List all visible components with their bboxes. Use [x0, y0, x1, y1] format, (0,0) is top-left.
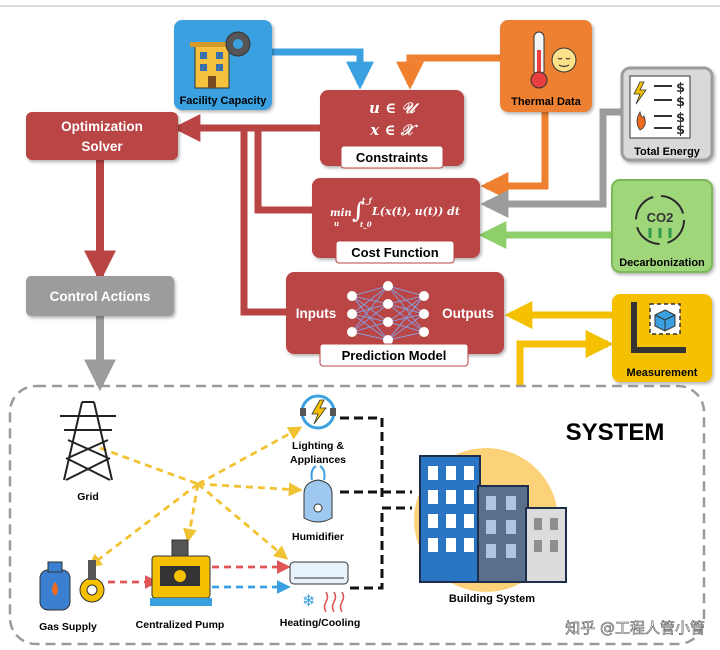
cost-integral-sign: ∫	[352, 198, 365, 224]
energy-bill-icon: $$$$	[629, 75, 691, 139]
gas-supply-label: Gas Supply	[39, 621, 97, 633]
inputs-label: Inputs	[296, 306, 337, 321]
energy-to-cost-arrow	[480, 108, 622, 218]
svg-text:$: $	[676, 95, 685, 110]
optimization-solver-box: Optimization Solver	[26, 112, 178, 160]
decarbonization-box: CO2 Decarbonization	[611, 179, 713, 273]
building-system-icon	[414, 448, 567, 592]
constraints-box: u ∈ 𝒰 x ∈ 𝒳 Constraints	[320, 90, 464, 169]
building-link-lines	[340, 416, 412, 590]
svg-text:$: $	[676, 111, 685, 126]
facility-capacity-box: Facility Capacity	[174, 20, 272, 110]
humidifier-icon	[303, 465, 333, 523]
cost-upper-limit: t_f	[362, 196, 374, 205]
svg-text:$: $	[676, 81, 685, 96]
prediction-model-box: Inputs Outputs Prediction Model	[286, 272, 504, 367]
prediction-to-solver-line	[240, 128, 286, 316]
total-energy-label: Total Energy	[634, 146, 701, 158]
cost-function-title: Cost Function	[351, 245, 438, 260]
neural-network-icon	[347, 281, 429, 345]
control-actions-box: Control Actions	[26, 276, 174, 316]
cost-min: min	[330, 208, 352, 219]
grid-label: Grid	[77, 491, 99, 503]
decarbonization-label: Decarbonization	[619, 257, 705, 269]
centralized-pump-icon	[150, 539, 212, 606]
thermal-to-constraints-arrow	[396, 54, 500, 90]
svg-text:$: $	[676, 123, 685, 138]
gas-supply-icon	[39, 560, 105, 611]
system-title: SYSTEM	[566, 419, 665, 446]
heating-cooling-label: Heating/Cooling	[280, 617, 361, 629]
humidifier-label: Humidifier	[292, 531, 344, 543]
centralized-pump-label: Centralized Pump	[136, 619, 225, 631]
co2-cycle-icon: CO2	[635, 195, 685, 245]
energy-flow-lines	[87, 426, 303, 594]
measurement-label: Measurement	[627, 367, 698, 379]
building-gear-icon	[190, 31, 251, 89]
constraint-u: u ∈ 𝒰	[369, 99, 420, 117]
building-system-label: Building System	[449, 593, 535, 605]
total-energy-box: $$$$ Total Energy	[620, 66, 714, 162]
cost-lower-limit: t_0	[360, 220, 372, 229]
constraint-x: x ∈ 𝒳	[369, 121, 418, 139]
thermometer-sun-icon	[530, 31, 577, 89]
grid-tower-icon	[60, 401, 116, 481]
system-to-measurement-arrow	[516, 330, 614, 386]
cost-min-sub: u	[334, 219, 339, 228]
thermal-data-label: Thermal Data	[511, 96, 582, 108]
thermal-data-box: Thermal Data	[500, 20, 592, 112]
co2-label: CO2	[647, 210, 674, 225]
facility-capacity-label: Facility Capacity	[180, 95, 268, 107]
lighting-appliances-icon	[300, 394, 336, 430]
heating-cooling-icon: ❄	[289, 561, 349, 613]
cost-integrand: L(x(t), u(t)) dt	[371, 205, 460, 218]
facility-to-constraints-arrow	[272, 48, 374, 90]
measurement-box: Measurement	[612, 294, 712, 382]
control-actions-label: Control Actions	[50, 289, 151, 304]
outputs-label: Outputs	[442, 306, 494, 321]
svg-text:❄: ❄	[302, 591, 315, 610]
system-boundary	[8, 384, 706, 646]
thermal-to-cost-arrow	[480, 112, 549, 200]
optimization-solver-line1: Optimization	[61, 119, 143, 134]
cost-to-solver-line	[254, 128, 312, 214]
constraints-title: Constraints	[356, 150, 428, 165]
lighting-label-line1: Lighting &	[292, 440, 344, 452]
watermark: 知乎 @工程人管小管	[565, 619, 705, 637]
cost-function-box: min u ∫ t_f t_0 L(x(t), u(t)) dt Cost Fu…	[312, 178, 480, 264]
ruler-cube-icon	[631, 302, 686, 353]
optimization-solver-line2: Solver	[81, 139, 123, 154]
prediction-model-title: Prediction Model	[342, 348, 447, 363]
lighting-label-line2: Appliances	[290, 454, 346, 466]
